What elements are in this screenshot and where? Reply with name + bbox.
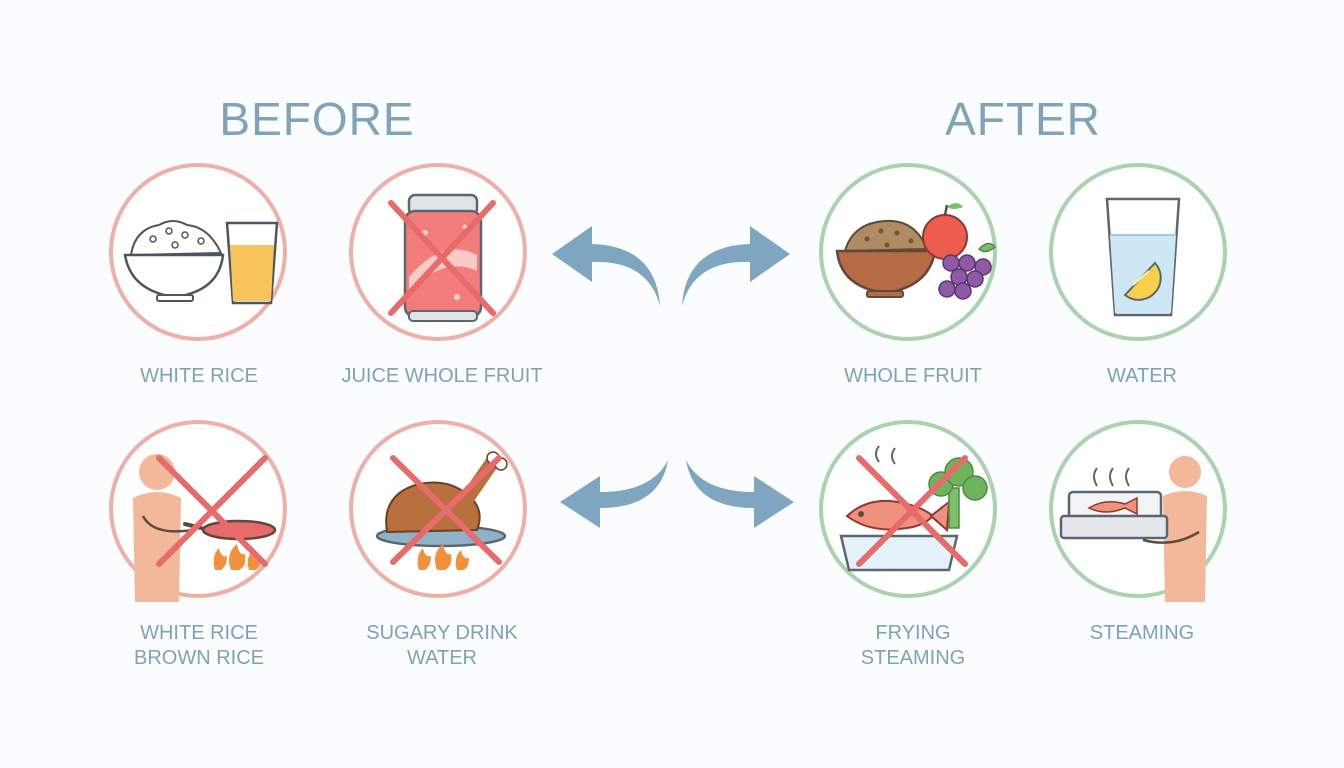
juice-whole-fruit-label: JUICE WHOLE FRUIT: [341, 365, 543, 387]
grain-bowl-and-fruit-icon: [835, 203, 997, 300]
steaming-label: STEAMING: [1089, 622, 1195, 644]
arrow-left-bottom-icon: [560, 460, 668, 528]
person-steamer-circle: [1049, 420, 1227, 602]
person-frying-circle: [109, 420, 287, 602]
arrow-left-top-icon: [552, 226, 660, 306]
water-glass-icon: [1105, 197, 1181, 317]
sugary-drink-water-label: SUGARY DRINK WATER: [366, 622, 518, 669]
whole-fruit-label: WHOLE FRUIT: [844, 365, 982, 387]
after-heading: AFTER: [945, 93, 1101, 145]
rice-and-juice-icon: [123, 220, 279, 305]
roast-chicken-circle: [349, 420, 527, 598]
water-circle: [1049, 163, 1227, 341]
arrow-right-top-icon: [682, 226, 790, 306]
before-heading: BEFORE: [219, 93, 415, 145]
fish-broccoli-circle: [819, 420, 997, 598]
person-frying-crossed-icon: [133, 454, 277, 602]
fish-broccoli-crossed-icon: [839, 445, 988, 572]
whole-fruit-circle: [819, 163, 997, 341]
person-steamer-icon: [1059, 456, 1207, 602]
water-label: WATER: [1107, 365, 1177, 387]
white-rice-juice-circle: [109, 163, 287, 341]
frying-steaming-label: FRYING STEAMING: [860, 622, 966, 669]
soda-can-crossed-icon: [388, 193, 496, 322]
arrow-right-bottom-icon: [686, 460, 794, 528]
white-rice-label: WHITE RICE: [140, 365, 258, 387]
white-rice-brown-rice-label: WHITE RICE BROWN RICE: [134, 622, 264, 669]
soda-can-circle: [349, 163, 527, 341]
roast-chicken-crossed-icon: [375, 451, 508, 570]
